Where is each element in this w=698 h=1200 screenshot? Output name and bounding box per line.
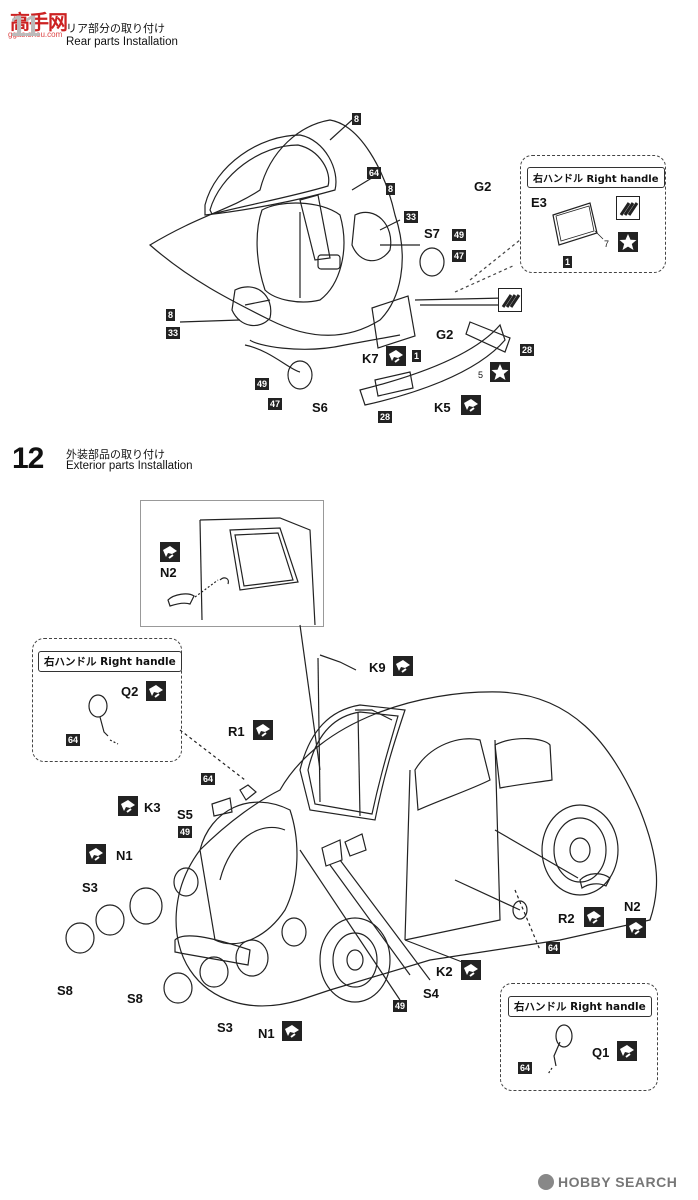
part-7-label: 7 <box>604 239 610 249</box>
mirror-part-drawing <box>88 694 119 745</box>
mirror-part-drawing <box>547 1024 573 1075</box>
part-K3-label: K3 <box>144 800 161 815</box>
part-G2-label: G2 <box>474 179 492 194</box>
watermark-logo: 高手网 <box>10 10 68 34</box>
step12-title-en: Exterior parts Installation <box>66 460 193 472</box>
right-handle-title: 右ハンドル Right handle <box>508 996 652 1017</box>
star-paint-icon <box>490 362 510 382</box>
exterior-parts-drawing <box>65 624 658 1007</box>
cement-icon <box>160 542 180 562</box>
part-49-label: 49 <box>178 826 193 838</box>
part-Q2-label: Q2 <box>121 684 139 699</box>
step12-title-jp: 外装部品の取り付け <box>66 448 165 461</box>
footer-brand: HOBBY SEARCH <box>558 1174 678 1190</box>
part-49-label: 49 <box>452 229 467 241</box>
cement-icon <box>461 395 481 415</box>
part-1-label: 1 <box>563 256 573 268</box>
part-5-label: 5 <box>478 370 484 380</box>
cement-icon <box>617 1041 637 1061</box>
part-28-label: 28 <box>520 344 535 356</box>
part-S8-label: S8 <box>57 983 73 998</box>
part-49-label: 49 <box>393 1000 408 1012</box>
part-S8-label: S8 <box>127 991 143 1006</box>
cement-icon <box>253 720 273 740</box>
part-K2-label: K2 <box>436 964 453 979</box>
part-S4-label: S4 <box>423 986 439 1001</box>
part-64-label: 64 <box>66 734 81 746</box>
part-8-label: 8 <box>352 113 362 125</box>
cement-icon <box>386 346 406 366</box>
part-K5-label: K5 <box>434 400 451 415</box>
cement-icon <box>584 907 604 927</box>
part-64-label: 64 <box>518 1062 533 1074</box>
part-S7-label: S7 <box>424 226 440 241</box>
license-plate-part-drawing <box>552 202 604 246</box>
cement-icon <box>626 918 646 938</box>
cement-icon <box>282 1021 302 1041</box>
metal-paint-icon <box>616 196 640 220</box>
part-33-label: 33 <box>166 327 181 339</box>
part-S5-label: S5 <box>177 807 193 822</box>
part-1-label: 1 <box>412 350 422 362</box>
part-S3-label: S3 <box>217 1020 233 1035</box>
part-8-label: 8 <box>386 183 396 195</box>
cement-icon <box>86 844 106 864</box>
right-handle-title: 右ハンドル Right handle <box>527 167 665 188</box>
part-33-label: 33 <box>404 211 419 223</box>
part-K7-label: K7 <box>362 351 379 366</box>
part-G2-label: G2 <box>436 327 454 342</box>
step11-number: 11 <box>10 10 41 43</box>
part-28-label: 28 <box>378 411 393 423</box>
part-47-label: 47 <box>452 250 467 262</box>
part-64-label: 64 <box>367 167 382 179</box>
part-E3-label: E3 <box>531 195 547 210</box>
part-K9-label: K9 <box>369 660 386 675</box>
part-R2-label: R2 <box>558 911 575 926</box>
part-S3-label: S3 <box>82 880 98 895</box>
star-paint-icon <box>618 232 638 252</box>
metal-paint-icon <box>498 288 522 312</box>
cement-icon <box>461 960 481 980</box>
part-64-label: 64 <box>546 942 561 954</box>
watermark-url: ggas.shou.com <box>8 30 63 39</box>
part-8-label: 8 <box>166 309 176 321</box>
door-handle-detail-drawing <box>167 517 316 625</box>
step11-title-jp: リア部分の取り付け <box>66 22 165 35</box>
part-49-label: 49 <box>255 378 270 390</box>
part-64-label: 64 <box>201 773 216 785</box>
step11-title-en: Rear parts Installation <box>66 36 178 48</box>
part-Q1-label: Q1 <box>592 1045 610 1060</box>
cement-icon <box>393 656 413 676</box>
cement-icon <box>146 681 166 701</box>
step12-number: 12 <box>12 442 44 475</box>
hobby-search-logo-icon <box>538 1174 554 1190</box>
part-N1-label: N1 <box>116 848 133 863</box>
part-N2-label: N2 <box>624 899 641 914</box>
cement-icon <box>118 796 138 816</box>
part-N2-label: N2 <box>160 565 177 580</box>
right-handle-title: 右ハンドル Right handle <box>38 651 182 672</box>
rear-parts-drawing <box>148 119 521 406</box>
part-47-label: 47 <box>268 398 283 410</box>
part-S6-label: S6 <box>312 400 328 415</box>
part-N1-label: N1 <box>258 1026 275 1041</box>
part-R1-label: R1 <box>228 724 245 739</box>
